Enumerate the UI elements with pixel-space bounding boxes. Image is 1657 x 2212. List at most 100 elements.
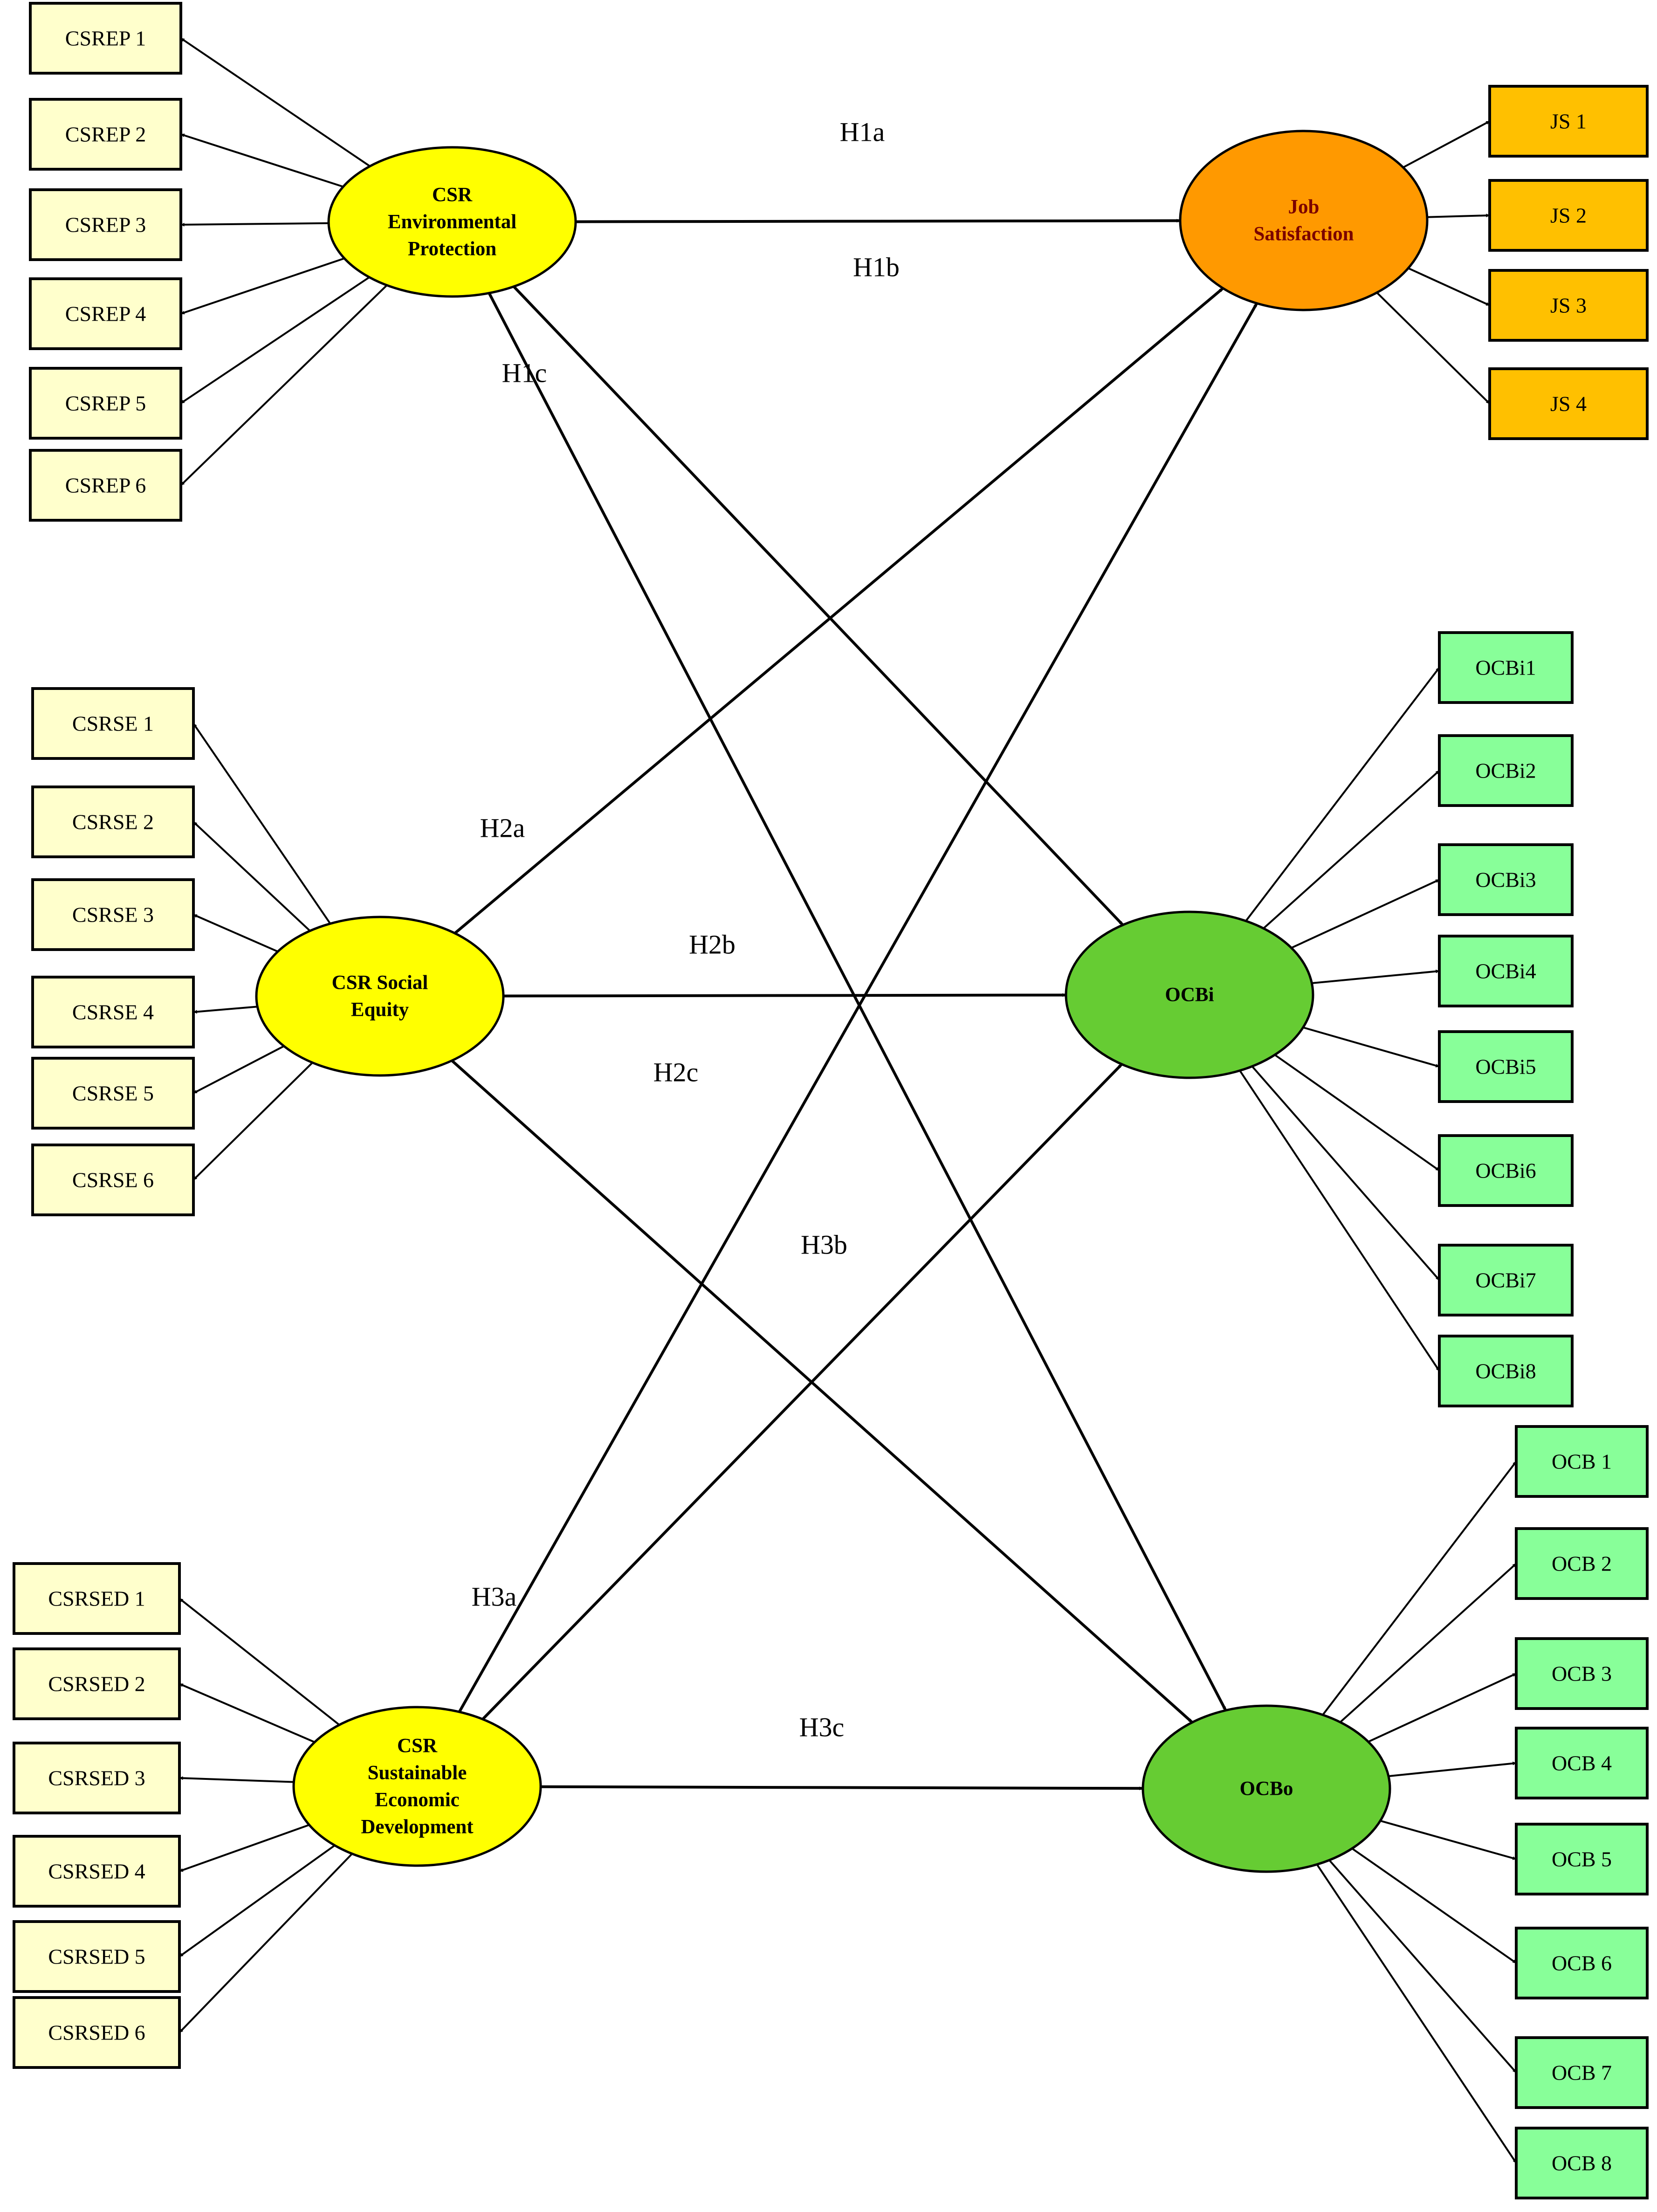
indicator-rect [13,1835,181,1908]
path-h2c [451,1059,1193,1723]
hypothesis-label-h2b: H2b [689,930,736,960]
path-h3b [481,1063,1123,1721]
construct-label: Sustainable [368,1762,467,1784]
construct-ellipse [1179,130,1429,311]
path-h2a [454,287,1224,935]
indicator-rect [29,98,182,171]
indicator-rect [13,1996,181,2069]
indicator-box: CSRSED 5 [13,1920,181,1993]
indicator-label: JS 4 [1550,392,1587,416]
indicator-box: OCBi1 [1438,631,1574,704]
indicator-arrow [1303,1027,1440,1068]
indicator-arrow [193,723,331,924]
indicator-label: OCB 1 [1552,1450,1612,1474]
construct-label: CSR Social [332,972,428,994]
indicator-arrow [193,914,278,953]
hypothesis-label-h1c: H1c [502,358,547,388]
indicator-label: CSREP 2 [65,123,146,146]
indicator-box: CSREP 3 [29,188,182,261]
indicator-label: OCB 6 [1552,1951,1612,1975]
indicator-box: CSREP 6 [29,449,182,522]
indicator-label: OCB 7 [1552,2061,1612,2085]
indicator-box: CSREP 2 [29,98,182,171]
indicator-arrow [1408,267,1490,306]
construct-label: Development [361,1816,474,1838]
hypothesis-label-h3a: H3a [472,1582,517,1612]
indicator-arrow [1263,770,1440,929]
indicator-rect [13,1920,181,1993]
hypothesis-label-h1a: H1a [840,117,885,147]
indicator-arrow [1322,1461,1517,1716]
indicator-arrows [179,37,1517,2164]
indicator-rect [29,277,182,350]
indicator-label: OCB 2 [1552,1552,1612,1576]
indicator-box: OCB 3 [1515,1637,1649,1710]
indicator-arrow [1380,1819,1517,1860]
indicator-label: JS 3 [1550,294,1587,317]
indicator-arrow [1427,214,1490,218]
indicator-box: OCB 6 [1515,1927,1649,1999]
indicator-box: CSREP 1 [29,2,182,75]
hypothesis-label-h3b: H3b [801,1230,847,1260]
hypothesis-label-h2c: H2c [653,1057,699,1088]
indicator-label: CSRSED 1 [48,1587,145,1611]
construct-label: OCBi [1165,984,1214,1006]
indicator-label: OCBi1 [1475,656,1536,680]
indicator-box: CSRSED 6 [13,1996,181,2069]
indicator-box: CSRSED 4 [13,1835,181,1908]
indicator-label: CSRSED 3 [48,1766,145,1790]
indicator-arrow [1291,879,1440,949]
indicator-label: OCBi7 [1475,1268,1536,1292]
indicator-arrow [193,821,311,932]
indicator-rect [1515,1527,1649,1600]
indicator-box: CSREP 4 [29,277,182,350]
indicator-label: OCB 4 [1552,1751,1612,1775]
indicator-box: OCBi2 [1438,734,1574,807]
path-h1b [513,285,1124,926]
indicator-box: CSRSE 4 [31,976,195,1048]
indicator-rect [31,1057,195,1130]
indicator-label: JS 1 [1550,110,1587,133]
indicator-label: OCB 5 [1552,1847,1612,1871]
indicator-label: CSRSE 6 [72,1168,154,1192]
indicator-arrow [179,1844,336,1957]
construct-ocbi: OCBi [1065,910,1314,1079]
indicator-arrow [180,257,345,315]
construct-label: Satisfaction [1254,223,1354,245]
construct-label: Job [1288,196,1320,218]
indicator-rect [1438,1244,1574,1316]
construct-ellipse [1065,910,1314,1079]
indicator-rect [1488,85,1649,158]
indicator-arrow [1251,1066,1440,1281]
indicator-label: OCBi6 [1475,1159,1536,1183]
indicator-box: JS 3 [1488,269,1649,342]
indicator-label: CSREP 4 [65,302,146,326]
indicator-arrow [180,222,329,227]
indicator-rect [1488,269,1649,342]
indicator-arrow [180,284,388,486]
indicator-box: OCB 4 [1515,1727,1649,1799]
indicator-label: CSRSE 5 [72,1082,154,1105]
indicator-label: OCBi8 [1475,1359,1536,1383]
indicator-label: OCBi3 [1475,868,1536,892]
indicator-rect [1515,2127,1649,2199]
indicator-box: JS 2 [1488,179,1649,252]
indicator-arrow [1274,1054,1440,1171]
indicator-arrow [180,276,370,404]
indicator-box: CSRSE 3 [31,878,195,951]
construct-label: Protection [408,238,496,260]
indicator-rect [31,687,195,760]
indicator-rect [13,1562,181,1635]
indicator-rect [29,449,182,522]
path-h1c [488,292,1227,1711]
indicator-label: OCB 8 [1552,2151,1612,2175]
indicator-rect [1515,1823,1649,1895]
indicator-label: CSRSE 3 [72,903,154,927]
indicator-arrow [193,1045,285,1094]
indicator-label: OCBi5 [1475,1055,1536,1079]
indicator-label: CSRSED 2 [48,1672,145,1696]
